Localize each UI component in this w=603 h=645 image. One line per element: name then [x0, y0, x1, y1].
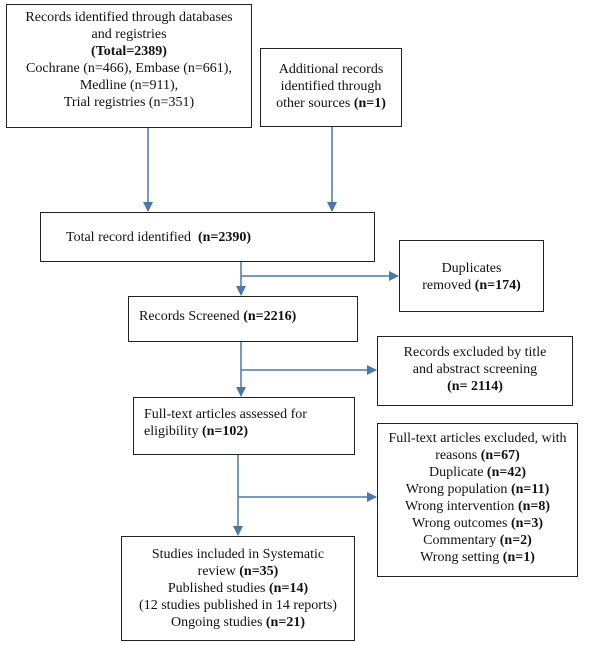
fulltext-line2: eligibility (n=102): [144, 424, 249, 439]
databases-line6: Trial registries (n=351): [63, 95, 195, 110]
additional-count: (n=1): [353, 96, 386, 111]
excluded-title-line1: Records excluded by title: [403, 345, 547, 360]
included-line1: Studies included in Systematic: [151, 547, 325, 562]
included-line3: Published studies (n=14): [167, 581, 309, 596]
fulltext-excluded-line1: Full-text articles excluded, with: [388, 431, 567, 446]
databases-line5: Medline (n=911),: [79, 78, 179, 93]
included-count: (n=35): [239, 564, 279, 579]
box-databases: Records identified through databases and…: [6, 4, 252, 128]
reason-item: Wrong population (n=11): [405, 482, 550, 497]
box-fulltext-excluded: Full-text articles excluded, with reason…: [377, 423, 578, 577]
databases-total: (Total=2389): [91, 44, 167, 59]
databases-line4: Cochrane (n=466), Embase (n=661),: [26, 61, 232, 76]
box-studies-included: Studies included in Systematic review (n…: [121, 536, 355, 641]
excluded-title-line2: and abstract screening: [412, 362, 538, 377]
excluded-title-count: (n= 2114): [447, 379, 503, 394]
box-additional-records: Additional records identified through ot…: [260, 48, 402, 127]
reason-item: Duplicate (n=42): [428, 465, 526, 480]
published-count: (n=14): [269, 581, 309, 596]
box-records-screened: Records Screened (n=2216): [128, 296, 358, 342]
box-total-identified: Total record identified (n=2390): [40, 212, 375, 262]
databases-line2: and registries: [91, 27, 167, 42]
box-fulltext-assessed: Full-text articles assessed for eligibil…: [133, 397, 355, 455]
included-line4: (12 studies published in 14 reports): [139, 598, 337, 613]
box-duplicates-removed: Duplicates removed (n=174): [399, 240, 544, 312]
duplicates-count: (n=174): [474, 278, 521, 293]
databases-line1: Records identified through databases: [25, 10, 233, 25]
duplicates-line2: removed (n=174): [422, 278, 521, 293]
fulltext-excluded-line2: reasons (n=67): [435, 448, 520, 463]
reason-item: Commentary (n=2): [423, 533, 532, 548]
reason-item: Wrong intervention (n=8): [404, 499, 551, 514]
included-line2: review (n=35): [197, 564, 279, 579]
fulltext-line1: Full-text articles assessed for: [144, 407, 307, 422]
ongoing-count: (n=21): [265, 615, 305, 630]
total-count: (n=2390): [197, 230, 252, 245]
reason-item: Wrong setting (n=1): [420, 550, 535, 565]
additional-line2: identified through: [280, 79, 382, 94]
fulltext-count: (n=102): [201, 424, 249, 439]
screened-label: Records Screened: [139, 309, 244, 324]
fulltext-excluded-count: (n=67): [480, 448, 520, 463]
total-label: Total record identified: [66, 230, 198, 245]
box-excluded-title-abstract: Records excluded by title and abstract s…: [377, 336, 573, 406]
additional-line1: Additional records: [278, 62, 384, 77]
duplicates-line1: Duplicates: [441, 261, 502, 276]
reason-item: Wrong outcomes (n=3): [411, 516, 544, 531]
additional-line3: other sources (n=1): [276, 96, 386, 111]
screened-count: (n=2216): [243, 309, 297, 324]
included-line5: Ongoing studies (n=21): [171, 615, 305, 630]
